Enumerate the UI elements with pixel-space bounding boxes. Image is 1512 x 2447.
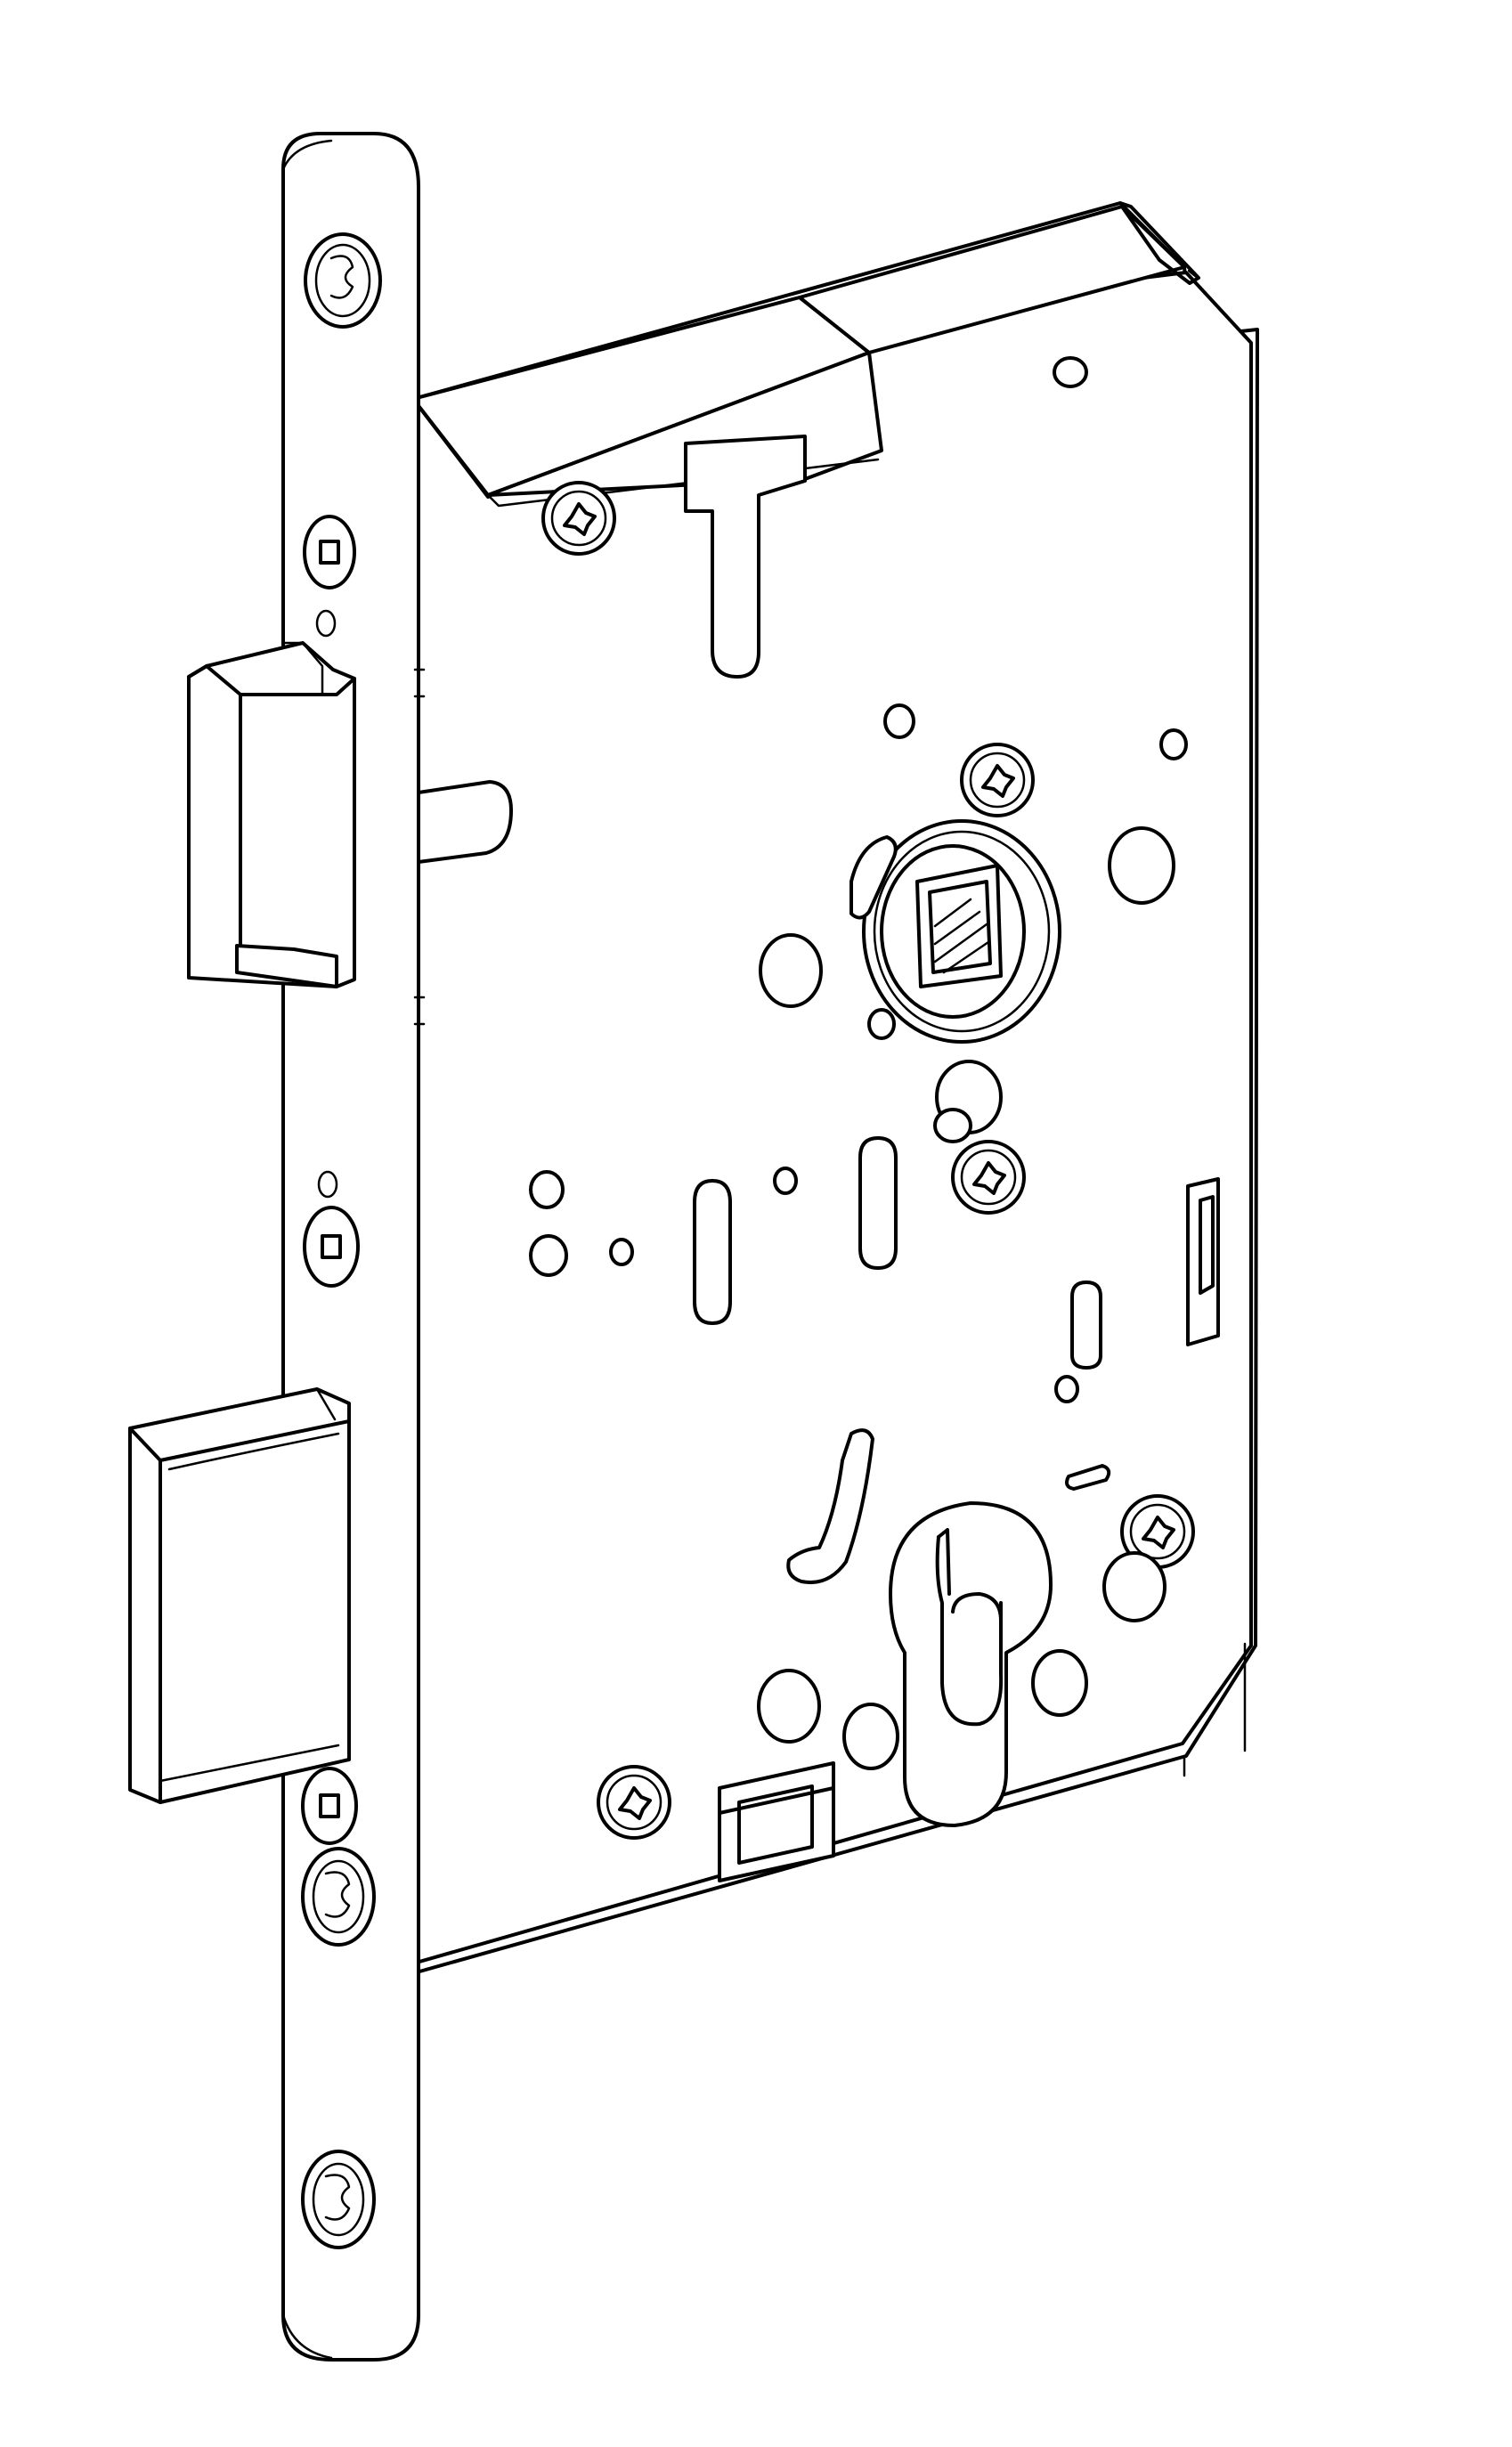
bolt-tail-tab [684,435,807,679]
latch-bolt [187,641,356,988]
forend-screw-2 [303,515,356,589]
forend-hole-2 [317,1170,338,1199]
edge-pins [413,668,513,1026]
forend-screw-top [304,232,382,329]
case-screw-middle [951,1140,1026,1215]
forend-screw-5 [301,1847,376,1947]
deadbolt [128,1387,351,1804]
case-holes [529,356,1188,1770]
follower-hub [862,819,1061,1044]
case-screw-bottom [597,1765,671,1840]
trigger-slot [1186,1177,1220,1346]
cam-lever [786,1428,874,1584]
forend-hole-1 [315,609,337,638]
case-screw-upper-right [960,743,1035,817]
case-slots [693,835,1111,1491]
forend-screw-3 [303,1206,360,1288]
bottom-slot [718,1761,835,1882]
forend-screw-bottom [301,2150,376,2249]
case-screw-top [541,481,616,556]
forend-screw-4 [301,1767,358,1845]
cylinder-cutout [889,1501,1053,1827]
